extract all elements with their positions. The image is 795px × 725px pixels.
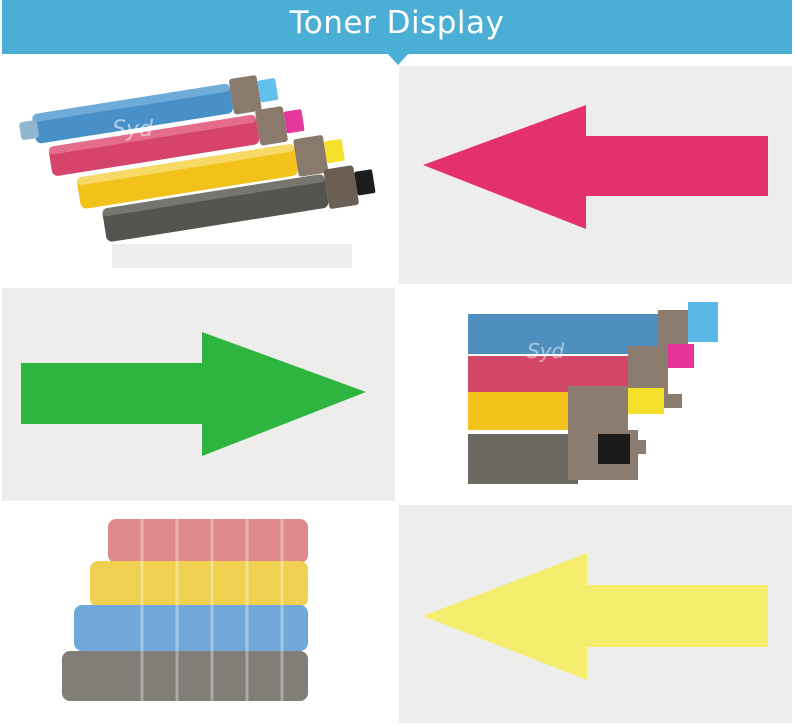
toner-image-row2: Syd [399,288,792,501]
toner-image-row3: Syd [2,505,395,723]
arrow-right-icon [21,332,366,456]
toner-cartridges-bottles-image: Syd [33,519,308,701]
arrow-panel-row1 [399,66,792,284]
arrow-left-icon [423,553,768,680]
watermark: Syd [33,565,80,618]
page-title: Toner Display [289,5,505,41]
watermark: Syd [112,117,154,142]
toner-cartridges-caps-image: Syd [468,302,718,484]
toner-image-row1: Syd [2,66,395,284]
arrow-panel-row3 [399,505,792,723]
arrow-panel-row2 [2,288,395,501]
watermark: Syd [527,339,565,363]
toner-cartridges-side-view-image: Syd [19,75,376,268]
header-banner: Toner Display [2,0,792,54]
arrow-left-icon [423,105,768,229]
banner-pointer [387,53,409,65]
